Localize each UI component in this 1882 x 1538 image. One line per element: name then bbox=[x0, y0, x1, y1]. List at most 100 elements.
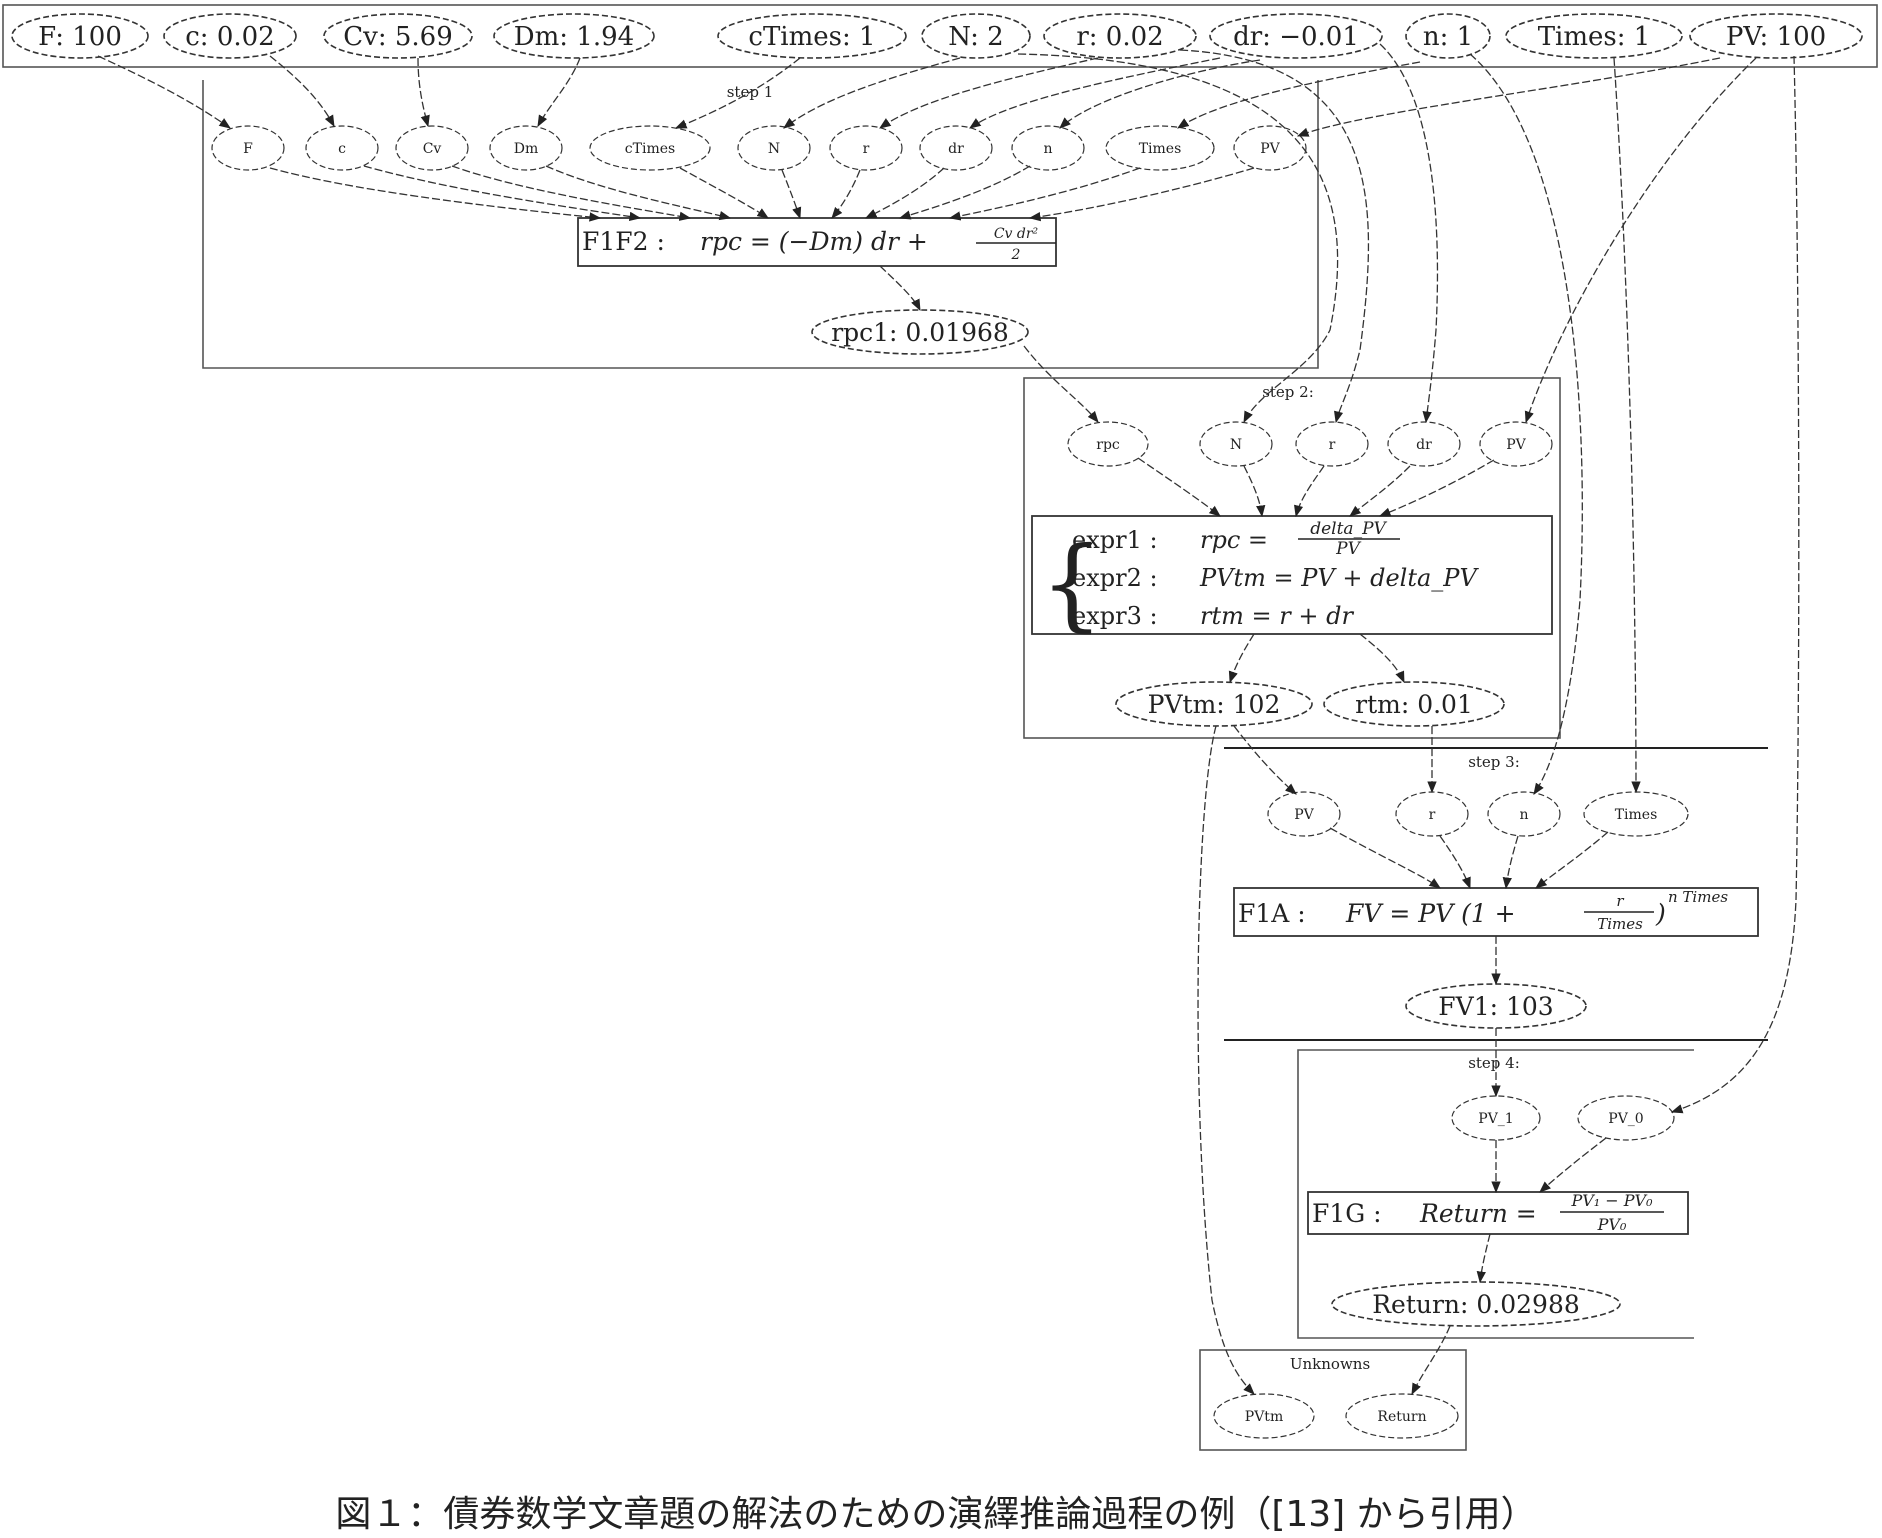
edge-F1F2-rpc1 bbox=[879, 265, 921, 312]
formula-exponent: n Times bbox=[1668, 888, 1728, 906]
given-node-Times: Times: 1 bbox=[1505, 13, 1683, 59]
step1-input-Dm: Dm bbox=[489, 125, 563, 171]
edge-s1-r bbox=[831, 169, 861, 219]
step1-input-F: F bbox=[211, 125, 285, 171]
formula-name: F1G : bbox=[1312, 1199, 1382, 1228]
svg-text:PV: PV bbox=[1506, 437, 1526, 453]
formula-F1F2: F1F2 : rpc = (−Dm) dr + Cv dr² 2 bbox=[577, 217, 1057, 267]
expr1-lhs: rpc = bbox=[1200, 526, 1268, 554]
step3-title: step 3: bbox=[1468, 753, 1520, 771]
edge-s1-Dm bbox=[545, 165, 732, 221]
unknown-Return: Return bbox=[1345, 1393, 1459, 1439]
expr1-den: PV bbox=[1335, 539, 1361, 559]
edge-s3-Times bbox=[1535, 831, 1609, 889]
svg-text:rtm: 0.01: rtm: 0.01 bbox=[1355, 690, 1473, 719]
output-FV1: FV1: 103 bbox=[1405, 983, 1587, 1029]
svg-text:PV: PV bbox=[1294, 807, 1314, 823]
step1-input-Cv: Cv bbox=[395, 125, 469, 171]
edge-F1G-Return bbox=[1476, 1233, 1491, 1284]
svg-text:N: N bbox=[768, 141, 780, 157]
step1-input-cTimes: cTimes bbox=[589, 125, 711, 171]
step1-input-c: c bbox=[305, 125, 379, 171]
step4-frame bbox=[1297, 1049, 1694, 1339]
svg-text:PV_0: PV_0 bbox=[1608, 1111, 1643, 1127]
step4-title: step 4: bbox=[1468, 1054, 1520, 1072]
formula-name: F1A : bbox=[1238, 899, 1306, 928]
edge-n bbox=[1059, 59, 1261, 129]
given-node-label: F: 100 bbox=[38, 22, 122, 52]
expr1-name: expr1 : bbox=[1072, 526, 1158, 554]
step1-input-PV: PV bbox=[1233, 125, 1307, 171]
given-node-label: N: 2 bbox=[948, 22, 1003, 52]
given-node-cTimes: cTimes: 1 bbox=[717, 13, 907, 59]
step4-input-PV_0: PV_0 bbox=[1577, 1095, 1675, 1141]
given-node-label: Dm: 1.94 bbox=[514, 22, 634, 52]
edge-s1-N bbox=[781, 169, 802, 220]
edge-Times-s3 bbox=[1613, 57, 1641, 794]
edge-sys-rtm bbox=[1359, 633, 1405, 684]
step3-input-r: r bbox=[1395, 791, 1469, 837]
svg-text:N: N bbox=[1230, 437, 1242, 453]
svg-text:Times: Times bbox=[1615, 807, 1658, 823]
edge-dr bbox=[969, 57, 1221, 129]
edge-s1-F bbox=[269, 167, 602, 222]
edge-N-s2 bbox=[1017, 53, 1339, 424]
given-node-F: F: 100 bbox=[11, 13, 149, 59]
expr1-num: delta_PV bbox=[1310, 519, 1387, 539]
svg-text:dr: dr bbox=[1416, 437, 1432, 453]
given-node-label: dr: −0.01 bbox=[1233, 22, 1359, 52]
edge-PV-PV0 bbox=[1670, 55, 1800, 1114]
given-node-label: r: 0.02 bbox=[1076, 22, 1163, 52]
output-Return: Return: 0.02988 bbox=[1331, 1281, 1621, 1327]
given-node-Cv: Cv: 5.69 bbox=[323, 13, 473, 59]
edge-s2-N bbox=[1243, 465, 1266, 518]
svg-text:Return: 0.02988: Return: 0.02988 bbox=[1372, 1290, 1580, 1319]
edge-s4-PV0 bbox=[1539, 1137, 1607, 1193]
expr2-lhs: PVtm = PV + delta_PV bbox=[1199, 564, 1479, 592]
svg-text:r: r bbox=[863, 141, 870, 157]
edge-PVtm-PV bbox=[1233, 725, 1297, 795]
edge-s2-r bbox=[1294, 465, 1325, 518]
edge-s3-n bbox=[1502, 835, 1519, 890]
step2-input-r: r bbox=[1295, 421, 1369, 467]
unknowns-title: Unknowns bbox=[1290, 1355, 1370, 1373]
formula-name: F1F2 : bbox=[582, 227, 665, 256]
formula-expr: rpc = (−Dm) dr + bbox=[700, 227, 928, 256]
edge-n-s3 bbox=[1469, 53, 1583, 795]
formula-frac-num: r bbox=[1616, 892, 1624, 910]
edge-Dm bbox=[537, 57, 581, 128]
formula-frac-den: Times bbox=[1597, 915, 1643, 933]
step1-input-dr: dr bbox=[919, 125, 993, 171]
edge-sys-PVtm bbox=[1228, 633, 1255, 684]
formula-frac-den: PV₀ bbox=[1597, 1215, 1627, 1234]
step1-frame bbox=[202, 80, 1319, 369]
edge-s1-Cv bbox=[451, 165, 692, 221]
edge-s1-c bbox=[363, 165, 642, 222]
edge-PVtm-unknown bbox=[1197, 725, 1255, 1395]
left-brace: { bbox=[1040, 525, 1104, 642]
step2-input-rpc: rpc bbox=[1067, 421, 1149, 467]
given-node-N: N: 2 bbox=[921, 13, 1031, 59]
step1-input-N: N bbox=[737, 125, 811, 171]
edge-s2-PV bbox=[1378, 459, 1495, 517]
step1-input-n: n bbox=[1011, 125, 1085, 171]
output-rtm: rtm: 0.01 bbox=[1323, 681, 1505, 727]
svg-text:rpc1: 0.01968: rpc1: 0.01968 bbox=[831, 318, 1009, 347]
given-node-label: PV: 100 bbox=[1726, 22, 1826, 52]
given-node-Dm: Dm: 1.94 bbox=[493, 13, 655, 59]
svg-text:dr: dr bbox=[948, 141, 964, 157]
given-node-c: c: 0.02 bbox=[163, 13, 297, 59]
svg-text:PV_1: PV_1 bbox=[1478, 1111, 1513, 1127]
step2-frame bbox=[1023, 377, 1561, 739]
edge-r-s2 bbox=[1179, 49, 1370, 424]
formula-frac-num: PV₁ − PV₀ bbox=[1570, 1191, 1653, 1210]
formula-F1G: F1G : Return = PV₁ − PV₀ PV₀ bbox=[1307, 1191, 1689, 1235]
svg-text:FV1: 103: FV1: 103 bbox=[1438, 992, 1553, 1021]
svg-text:Dm: Dm bbox=[514, 141, 539, 157]
svg-text:n: n bbox=[1043, 141, 1052, 157]
edge-s1-n bbox=[898, 165, 1031, 220]
svg-text:PVtm: PVtm bbox=[1245, 1409, 1283, 1425]
step2-input-dr: dr bbox=[1387, 421, 1461, 467]
edge-cTimes bbox=[674, 57, 801, 129]
